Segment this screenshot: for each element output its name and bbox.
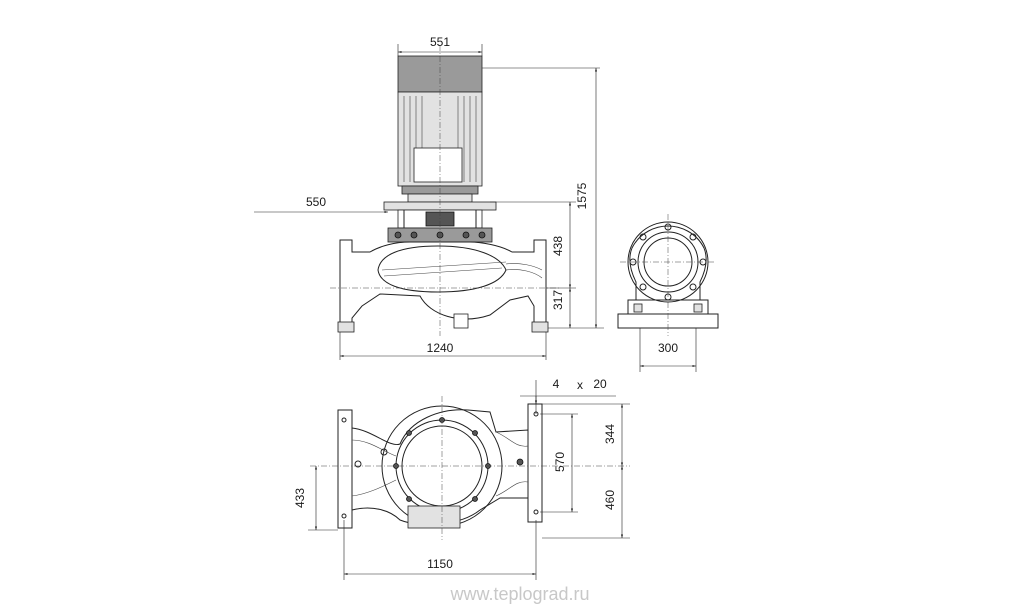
front-dimensions: 551 550 1575 438 317 1240 [254, 35, 604, 360]
dim-length: 1240 [427, 341, 454, 355]
dim-total-height: 1575 [575, 182, 589, 209]
dim-suction-offset: 550 [306, 195, 326, 209]
dim-port-height: 438 [551, 236, 565, 256]
terminal-box [413, 147, 463, 183]
dim-bolt-spacing: 570 [553, 452, 567, 472]
dim-plan-width: 433 [293, 488, 307, 508]
watermark: www.teplograd.ru [449, 584, 589, 604]
dim-bolt-dia: 20 [593, 377, 607, 391]
dim-foot-half: 344 [603, 424, 617, 444]
dim-plan-length: 1150 [427, 557, 453, 571]
side-dimensions: 300 [639, 328, 697, 372]
dim-flange-width: 300 [658, 341, 678, 355]
dim-motor-width: 551 [430, 35, 450, 49]
plan-dimensions: 4 x 20 570 344 460 433 1150 [293, 377, 630, 580]
dim-bolt-count: 4 [553, 377, 560, 391]
plan-view [310, 396, 630, 540]
front-view [330, 45, 560, 336]
dim-foot-other: 460 [603, 490, 617, 510]
side-view [617, 214, 719, 336]
dim-times: x [577, 378, 583, 392]
dim-axis-height: 317 [551, 290, 565, 310]
pump-casing [337, 239, 549, 333]
